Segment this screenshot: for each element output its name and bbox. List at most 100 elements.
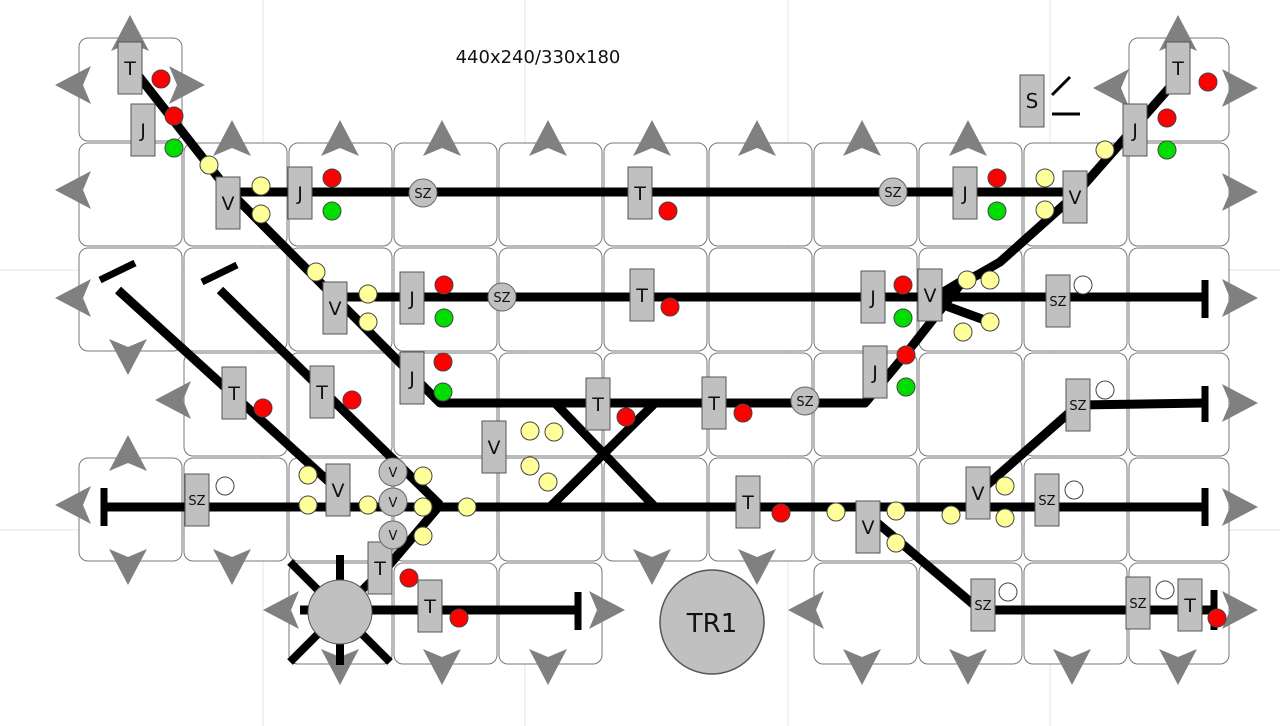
block-sz[interactable]: SZ [970, 578, 996, 632]
block-t[interactable]: T [701, 376, 727, 430]
switch-indicator-box[interactable] [1019, 74, 1045, 128]
block-v[interactable]: V [215, 176, 241, 230]
arrow-down-icon[interactable] [1053, 649, 1091, 685]
signal-yellow[interactable] [826, 502, 846, 522]
arrow-down-icon[interactable] [949, 649, 987, 685]
arrow-down-icon[interactable] [529, 649, 567, 685]
arrow-up-icon[interactable] [949, 120, 987, 156]
block-t[interactable]: T [417, 579, 443, 633]
block-v[interactable]: V [1062, 170, 1088, 224]
block-box[interactable] [1177, 578, 1203, 632]
signal-yellow[interactable] [358, 312, 378, 332]
block-box[interactable] [1062, 170, 1088, 224]
block-box[interactable] [627, 166, 653, 220]
tile[interactable] [813, 562, 918, 665]
round-block-circle[interactable] [378, 457, 408, 487]
block-box[interactable] [1045, 274, 1071, 328]
block-t[interactable]: T [585, 377, 611, 431]
round-block-sz[interactable]: SZ [408, 178, 438, 208]
signal-yellow[interactable] [358, 495, 378, 515]
turntable-circle[interactable] [307, 579, 373, 645]
arrow-left-icon[interactable] [155, 381, 191, 419]
round-block-sz[interactable]: SZ [790, 386, 820, 416]
signal-yellow[interactable] [413, 526, 433, 546]
block-box[interactable] [1065, 378, 1091, 432]
signal-yellow[interactable] [251, 176, 271, 196]
signal-green[interactable] [433, 382, 453, 402]
signal-red[interactable] [322, 168, 342, 188]
signal-yellow[interactable] [995, 476, 1015, 496]
signal-yellow[interactable] [980, 270, 1000, 290]
arrow-up-icon[interactable] [633, 120, 671, 156]
block-j[interactable]: J [1122, 103, 1148, 157]
arrow-right-icon[interactable] [1222, 591, 1258, 629]
signal-yellow[interactable] [298, 495, 318, 515]
round-block-circle[interactable] [878, 177, 908, 207]
arrow-left-icon[interactable] [55, 171, 91, 209]
block-box[interactable] [970, 578, 996, 632]
block-v[interactable]: V [481, 420, 507, 474]
block-j[interactable]: J [399, 351, 425, 405]
signal-yellow[interactable] [995, 508, 1015, 528]
signal-white[interactable] [1073, 275, 1093, 295]
block-box[interactable] [417, 579, 443, 633]
signal-green[interactable] [893, 308, 913, 328]
block-sz[interactable]: SZ [1125, 576, 1151, 630]
signal-yellow[interactable] [538, 472, 558, 492]
block-box[interactable] [1165, 41, 1191, 95]
signal-yellow[interactable] [298, 465, 318, 485]
signal-yellow[interactable] [520, 421, 540, 441]
turntable-tr1[interactable]: TR1 [659, 569, 765, 675]
signal-red[interactable] [151, 69, 171, 89]
block-box[interactable] [325, 463, 351, 517]
arrow-left-icon[interactable] [263, 591, 299, 629]
arrow-left-icon[interactable] [788, 591, 824, 629]
signal-yellow[interactable] [1035, 200, 1055, 220]
block-box[interactable] [629, 268, 655, 322]
signal-red[interactable] [342, 390, 362, 410]
arrow-down-icon[interactable] [1159, 649, 1197, 685]
block-box[interactable] [917, 268, 943, 322]
block-j[interactable]: J [130, 103, 156, 157]
block-v[interactable]: V [917, 268, 943, 322]
signal-yellow[interactable] [886, 533, 906, 553]
block-j[interactable]: J [862, 345, 888, 399]
signal-red[interactable] [1207, 608, 1227, 628]
block-box[interactable] [585, 377, 611, 431]
arrow-left-icon[interactable] [55, 486, 91, 524]
round-block-circle[interactable] [408, 178, 438, 208]
signal-yellow[interactable] [199, 155, 219, 175]
arrow-down-icon[interactable] [633, 549, 671, 585]
signal-yellow[interactable] [520, 456, 540, 476]
signal-yellow[interactable] [1035, 168, 1055, 188]
block-v[interactable]: V [325, 463, 351, 517]
arrow-up-icon[interactable] [321, 120, 359, 156]
block-box[interactable] [860, 270, 886, 324]
signal-red[interactable] [449, 608, 469, 628]
block-box[interactable] [965, 466, 991, 520]
signal-yellow[interactable] [886, 501, 906, 521]
signal-red[interactable] [433, 352, 453, 372]
signal-white[interactable] [998, 582, 1018, 602]
round-block-circle[interactable] [790, 386, 820, 416]
arrow-right-icon[interactable] [1222, 488, 1258, 526]
block-t[interactable]: T [1177, 578, 1203, 632]
arrow-right-icon[interactable] [1222, 69, 1258, 107]
block-box[interactable] [130, 103, 156, 157]
signal-red[interactable] [896, 345, 916, 365]
signal-yellow[interactable] [457, 497, 477, 517]
block-box[interactable] [862, 345, 888, 399]
block-t[interactable]: T [627, 166, 653, 220]
round-block-circle[interactable] [378, 487, 408, 517]
block-box[interactable] [117, 41, 143, 95]
block-sz[interactable]: SZ [1034, 473, 1060, 527]
arrow-down-icon[interactable] [109, 339, 147, 375]
signal-red[interactable] [1157, 108, 1177, 128]
signal-yellow[interactable] [413, 497, 433, 517]
signal-green[interactable] [1157, 140, 1177, 160]
arrow-right-icon[interactable] [1222, 279, 1258, 317]
block-j[interactable]: J [952, 166, 978, 220]
signal-white[interactable] [1155, 580, 1175, 600]
signal-red[interactable] [164, 106, 184, 126]
